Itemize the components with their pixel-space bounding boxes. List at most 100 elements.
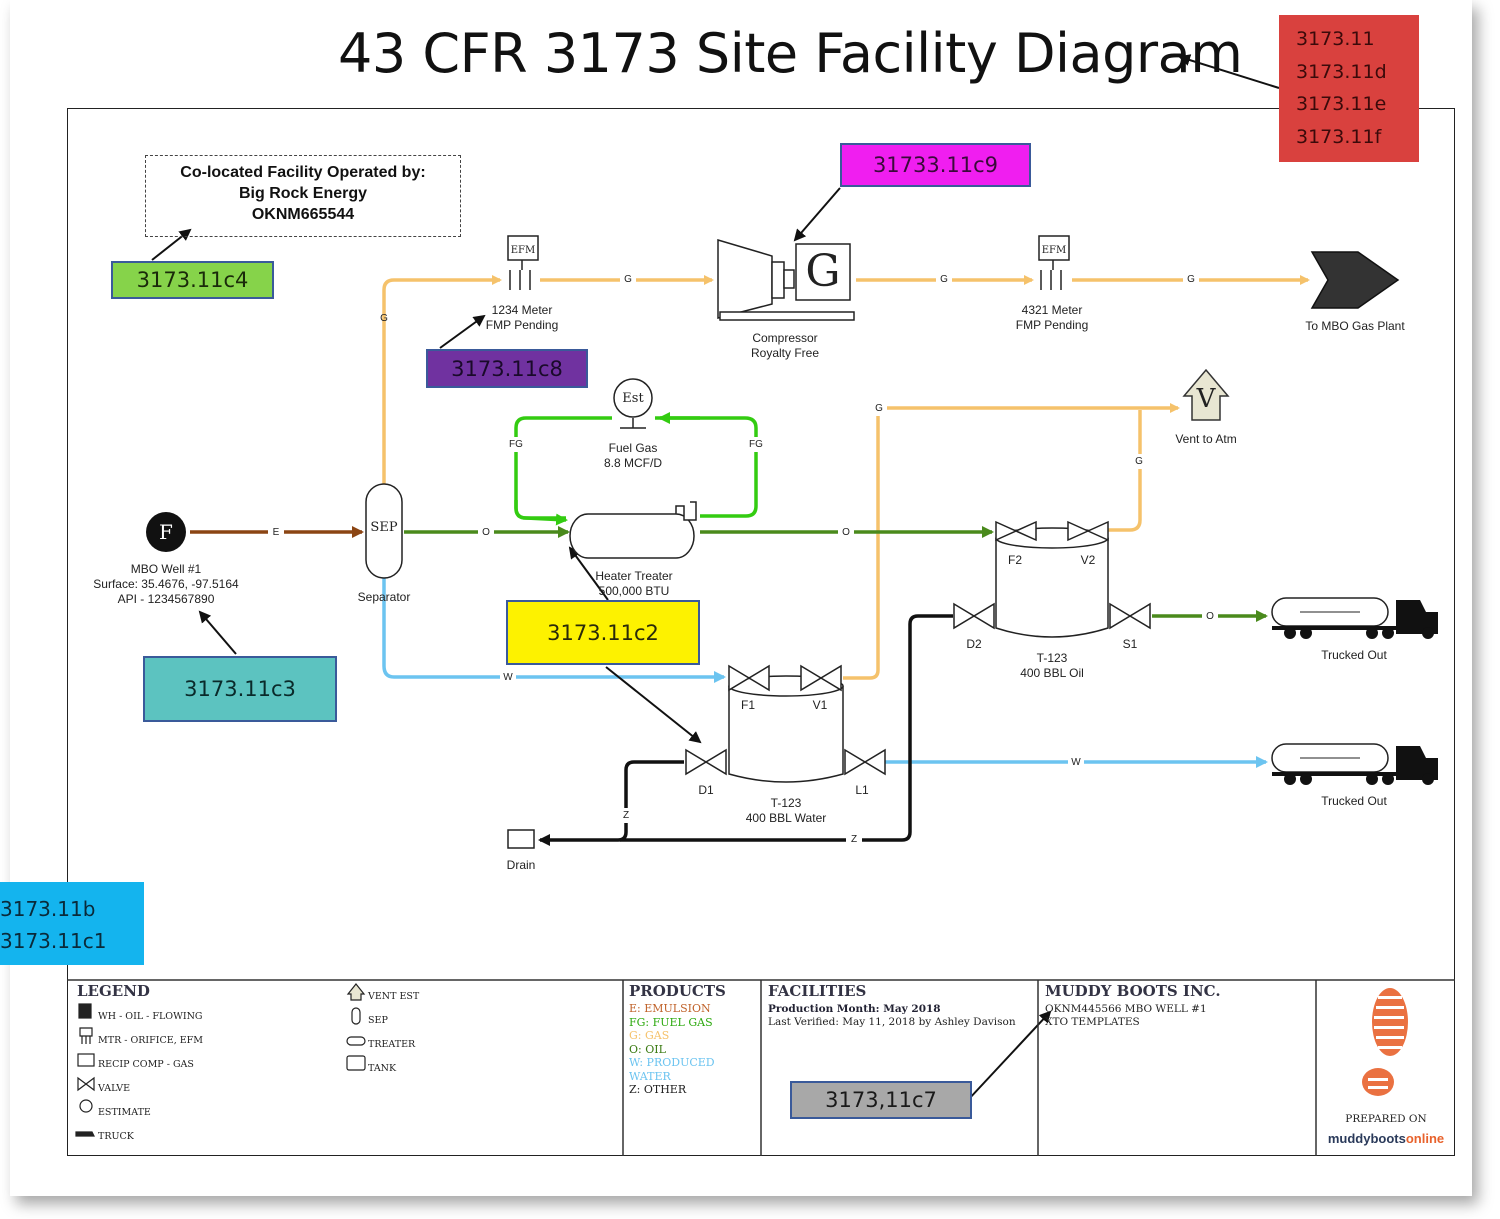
oil-tank-id: T-123 <box>1036 651 1068 665</box>
valve-f1-icon <box>728 664 770 692</box>
valve-v1-icon <box>800 664 842 692</box>
flow-label-o-1: O <box>478 525 494 540</box>
flow-label-g-4: G <box>1183 272 1199 287</box>
valve-d1-label: D1 <box>698 783 714 797</box>
valve-d2-icon <box>953 602 995 630</box>
flow-label-g-6: G <box>1131 454 1147 469</box>
legend-heading: LEGEND <box>77 982 150 1000</box>
legend-tank-icon <box>346 1055 366 1071</box>
flow-label-w-2: W <box>1068 755 1084 770</box>
heater-treater-rating: 500,000 BTU <box>598 584 670 598</box>
meter-2-status: FMP Pending <box>1015 318 1089 332</box>
estimate-symbol: Est <box>622 391 644 406</box>
valve-f2-icon <box>995 520 1037 542</box>
flow-label-o-2: O <box>838 525 854 540</box>
company-well-id: OKNM445566 MBO WELL #1 <box>1045 1003 1207 1015</box>
flow-label-g-5: G <box>871 401 887 416</box>
product-fuel-gas: FG: FUEL GAS <box>629 1015 713 1029</box>
reference-box-c9: 31733.11c9 <box>840 143 1031 187</box>
compressor-icon <box>717 238 855 321</box>
annotation-arrows <box>151 54 1280 1101</box>
legend-treater-icon <box>346 1036 366 1046</box>
valve-s1-icon <box>1109 602 1151 630</box>
legend-estimate-icon <box>79 1099 93 1113</box>
flow-label-w-1: W <box>500 670 516 685</box>
meter-icon-1 <box>507 235 539 290</box>
flow-label-z-2: Z <box>846 832 862 847</box>
well-surface: Surface: 35.4676, -97.5164 <box>93 577 239 591</box>
heater-treater-icon <box>569 501 697 559</box>
muddyboots-logo-icon <box>1362 988 1408 1096</box>
separator-icon <box>365 483 403 579</box>
brand-part-2: online <box>1405 1131 1445 1146</box>
brand-part-1: muddyboots <box>1327 1131 1406 1146</box>
legend-item-vent: VENT EST <box>368 991 420 1002</box>
separator-symbol: SEP <box>370 520 398 535</box>
drain-line <box>538 614 953 846</box>
legend-sep-icon <box>351 1007 361 1025</box>
company-heading: MUDDY BOOTS INC. <box>1045 982 1221 1000</box>
reference-box-c2: 3173.11c2 <box>506 600 700 665</box>
colocated-line-1: Co-located Facility Operated by: <box>180 164 426 181</box>
title-block-lines <box>67 979 1455 1156</box>
legend-valve-icon <box>77 1076 95 1092</box>
reference-box-blue: 3173.11b 3173.11c1 <box>0 882 144 965</box>
fuel-gas-label: Fuel Gas 8.8 MCF/D <box>584 441 682 471</box>
legend-vent-icon <box>346 983 366 1001</box>
legend-item-estimate: ESTIMATE <box>98 1107 151 1118</box>
company-template: XTO TEMPLATES <box>1045 1016 1140 1028</box>
trucked-out-label-2: Trucked Out <box>1321 794 1387 808</box>
reference-box-c8: 3173.11c8 <box>426 349 588 388</box>
facilities-heading: FACILITIES <box>768 982 867 1000</box>
meter-2-label: 4321 Meter FMP Pending <box>1000 303 1104 333</box>
oil-tank-icon <box>953 520 1151 638</box>
product-water: W: PRODUCED WATER <box>629 1056 715 1083</box>
valve-l1-label: L1 <box>855 783 869 797</box>
valve-d1-icon <box>685 748 727 776</box>
ref-red-line-3: 3173.11e <box>1296 93 1387 115</box>
meter-1-label: 1234 Meter FMP Pending <box>470 303 574 333</box>
well-label: MBO Well #1 Surface: 35.4676, -97.5164 A… <box>76 562 256 607</box>
ref-red-line-4: 3173.11f <box>1296 125 1382 148</box>
legend-item-meter: MTR - ORIFICE, EFM <box>98 1035 204 1046</box>
legend-meter-icon <box>79 1027 93 1044</box>
reference-box-red: 3173.11 3173.11d 3173.11e 3173.11f <box>1279 15 1419 162</box>
flow-label-g-3: G <box>936 272 952 287</box>
gas-plant-label: To MBO Gas Plant <box>1305 319 1405 333</box>
ref-red-line-1: 3173.11 <box>1296 28 1375 50</box>
page-title: 43 CFR 3173 Site Facility Diagram <box>338 22 1243 85</box>
vent-symbol: V <box>1196 384 1216 414</box>
separator-label: Separator <box>357 590 411 604</box>
muddyboots-brand: muddybootsonline <box>1322 1131 1450 1146</box>
fuel-gas-loop <box>514 412 758 526</box>
trucked-out-label-1: Trucked Out <box>1321 648 1387 662</box>
product-emulsion: E: EMULSION <box>629 1002 711 1015</box>
legend-item-wellhead: WH - OIL - FLOWING <box>98 1011 203 1022</box>
valve-s1-label: S1 <box>1122 637 1138 651</box>
flow-label-o-3: O <box>1202 609 1218 624</box>
water-tank-id: T-123 <box>770 796 802 810</box>
products-list: E: EMULSION FG: FUEL GAS G: GAS O: OIL W… <box>629 1002 757 1097</box>
well-api: API - 1234567890 <box>117 592 215 606</box>
compressor-name: Compressor <box>752 331 818 345</box>
reference-box-c3: 3173.11c3 <box>143 656 337 722</box>
well-icon <box>146 512 186 552</box>
compressor-label: Compressor Royalty Free <box>730 331 840 361</box>
valve-v2-label: V2 <box>1080 553 1096 567</box>
products-heading: PRODUCTS <box>629 982 726 1000</box>
legend-icons <box>75 983 366 1137</box>
prepared-on-label: PREPARED ON <box>1345 1113 1427 1125</box>
well-symbol: F <box>159 520 173 544</box>
legend-item-sep: SEP <box>368 1015 388 1026</box>
meter-1-status: FMP Pending <box>485 318 559 332</box>
legend-truck-icon <box>75 1131 95 1137</box>
fuel-gas-rate: 8.8 MCF/D <box>603 456 662 470</box>
reference-box-c7: 3173,11c7 <box>790 1081 972 1119</box>
legend-compressor-icon <box>77 1053 95 1067</box>
drain-label: Drain <box>506 858 536 872</box>
well-name: MBO Well #1 <box>130 562 202 576</box>
production-month: Production Month: May 2018 <box>768 1003 941 1015</box>
ref-red-line-2: 3173.11d <box>1296 60 1387 83</box>
flow-label-fg-1: FG <box>506 437 526 452</box>
water-tank-label: T-123 400 BBL Water <box>726 796 846 826</box>
